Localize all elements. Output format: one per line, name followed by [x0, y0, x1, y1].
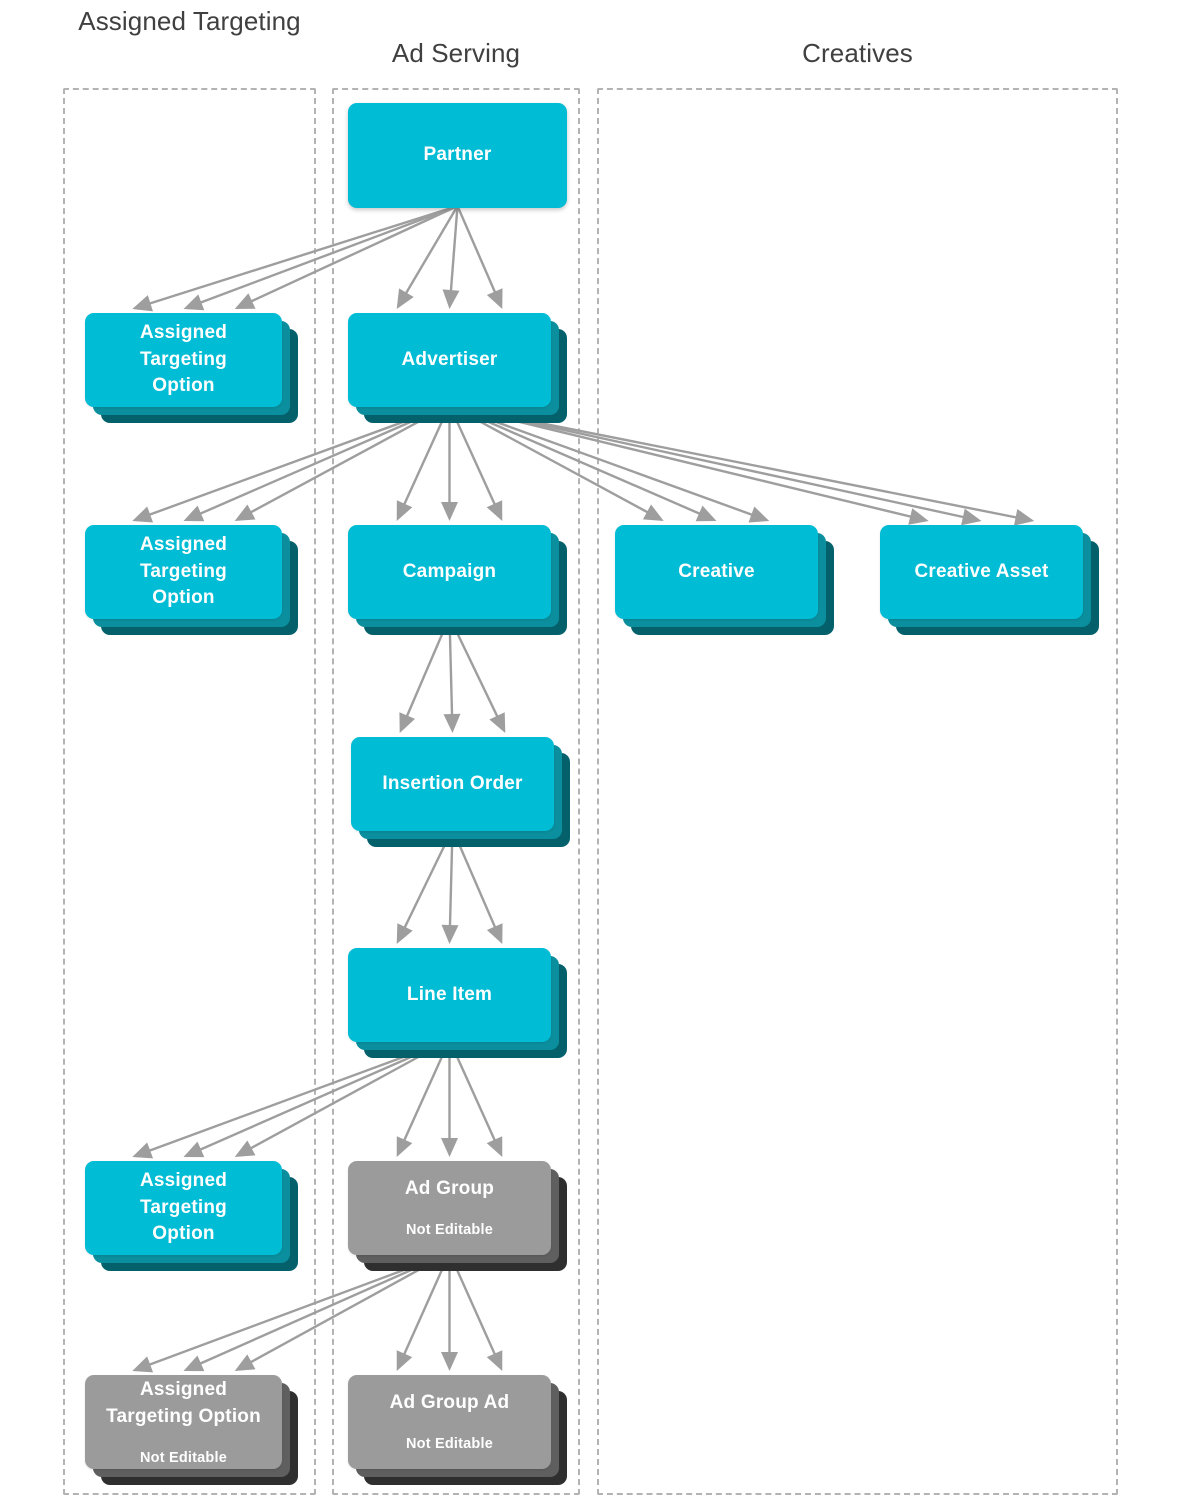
node-creative-asset[interactable]: Creative Asset: [880, 525, 1099, 635]
node-face: Assigned Targeting Option: [85, 313, 282, 407]
column-title-creatives: Creatives: [802, 38, 913, 68]
node-line-item[interactable]: Line Item: [348, 948, 567, 1058]
node-label: Campaign: [402, 560, 497, 582]
node-face: Partner: [348, 103, 567, 208]
column-title-ad-serving: Ad Serving: [391, 38, 521, 68]
node-face: Ad Group Ad Not Editable: [348, 1375, 551, 1469]
node-face: Insertion Order: [351, 737, 554, 831]
node-label: Creative Asset: [914, 560, 1049, 582]
node-ad-group-ad[interactable]: Ad Group Ad Not Editable: [348, 1375, 567, 1485]
node-label: Assigned Targeting Option: [106, 1378, 261, 1427]
node-label: Line Item: [406, 983, 493, 1005]
node-campaign[interactable]: Campaign: [348, 525, 567, 635]
node-label: Advertiser: [401, 348, 498, 370]
node-advertiser[interactable]: Advertiser: [348, 313, 567, 423]
column-group-ad-serving: [332, 88, 580, 1495]
node-face: Campaign: [348, 525, 551, 619]
node-label: Insertion Order: [382, 772, 523, 794]
node-creative[interactable]: Creative: [615, 525, 834, 635]
node-partner[interactable]: Partner: [348, 103, 567, 208]
node-label: Assigned Targeting Option: [139, 533, 228, 609]
node-label: Ad Group Ad: [389, 1392, 510, 1414]
node-label: Assigned Targeting Option: [139, 1169, 228, 1245]
node-face: Line Item: [348, 948, 551, 1042]
node-not-editable-badge: Not Editable: [406, 1222, 493, 1239]
node-assigned-targeting-option-line-item[interactable]: Assigned Targeting Option: [85, 1161, 298, 1271]
node-insertion-order[interactable]: Insertion Order: [351, 737, 570, 847]
node-face: Advertiser: [348, 313, 551, 407]
column-group-creatives: [597, 88, 1118, 1495]
column-group-assigned-targeting: [63, 88, 316, 1495]
node-not-editable-badge: Not Editable: [140, 1449, 227, 1466]
column-title-assigned-targeting: Assigned Targeting: [78, 6, 301, 36]
node-label: Assigned Targeting Option: [139, 321, 228, 397]
node-not-editable-badge: Not Editable: [406, 1436, 493, 1453]
node-face: Assigned Targeting Option: [85, 1161, 282, 1255]
node-face: Assigned Targeting Option: [85, 525, 282, 619]
node-label: Creative: [678, 560, 755, 582]
node-label: Ad Group: [404, 1178, 495, 1200]
node-label: Partner: [423, 144, 492, 166]
node-face: Creative Asset: [880, 525, 1083, 619]
node-assigned-targeting-option-partner[interactable]: Assigned Targeting Option: [85, 313, 298, 423]
node-face: Creative: [615, 525, 818, 619]
node-assigned-targeting-option-advertiser[interactable]: Assigned Targeting Option: [85, 525, 298, 635]
